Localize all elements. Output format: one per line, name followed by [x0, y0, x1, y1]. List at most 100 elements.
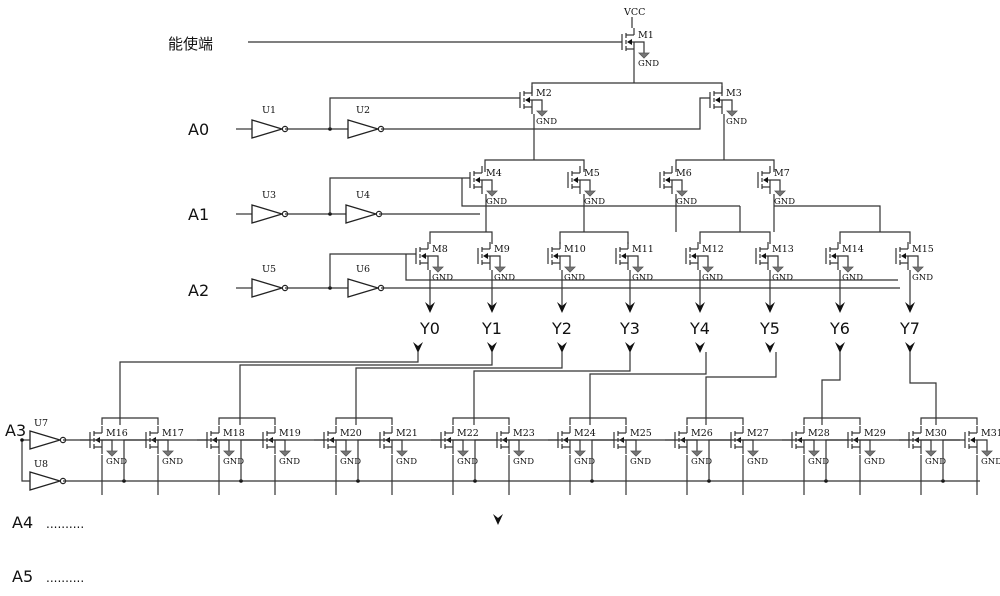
inverter-symbol [251, 278, 285, 298]
gnd-label: GND [912, 273, 933, 283]
transistor-label-m24: M24 [574, 428, 596, 439]
transistor-label-m11: M11 [632, 244, 654, 255]
route-y2 [355, 352, 563, 425]
ground-symbol [774, 190, 786, 197]
bulk-wire [570, 439, 581, 446]
inverter-symbol [345, 204, 379, 224]
gate-b6 [825, 439, 848, 481]
ground-symbol [536, 110, 548, 117]
bulk-wire [509, 439, 520, 446]
ground-symbol [772, 266, 784, 273]
transistor-label-m22: M22 [457, 428, 479, 439]
gnd-label: GND [457, 457, 478, 467]
a1-to-m4 [329, 177, 470, 214]
transistor-label-m14: M14 [842, 244, 864, 255]
mos-arrow [525, 97, 530, 103]
mos-arrow [573, 177, 578, 183]
route-y7 [909, 352, 937, 425]
output-label-y3: Y3 [619, 319, 640, 338]
transistor-label-m7: M7 [774, 168, 790, 179]
mos-arrow [970, 437, 975, 443]
inverter-label-u7: U7 [34, 418, 48, 429]
inverter-label-u3: U3 [262, 190, 276, 201]
bulk-wire [453, 439, 464, 446]
gnd-label: GND [630, 457, 651, 467]
inverter-symbol [347, 278, 381, 298]
arrow-down [487, 342, 497, 353]
transistor-label-m2: M2 [536, 88, 552, 99]
input-label-a1: A1 [188, 205, 209, 224]
mos-arrow [763, 177, 768, 183]
ground-symbol [564, 266, 576, 273]
branch-m12m13 [699, 231, 771, 244]
pair-top-1 [218, 417, 276, 425]
transistor-label-m10: M10 [564, 244, 586, 255]
transistor-label-m12: M12 [702, 244, 724, 255]
mos-arrow [483, 253, 488, 259]
mos-arrow [761, 253, 766, 259]
gnd-label: GND [574, 457, 595, 467]
arrow-down [557, 302, 567, 313]
transistor-label-m5: M5 [584, 168, 600, 179]
ground-symbol [676, 190, 688, 197]
vcc-label: VCC [623, 7, 645, 18]
ground-symbol [638, 52, 650, 59]
gnd-label: GND [494, 273, 515, 283]
a1-bus [461, 178, 740, 207]
trunk-wire [531, 82, 723, 96]
inverter-label-u1: U1 [262, 105, 276, 116]
gnd-label: GND [106, 457, 127, 467]
output-label-y7: Y7 [899, 319, 920, 338]
transistor-label-m13: M13 [772, 244, 794, 255]
arrow-down [487, 302, 497, 313]
arrow-down [765, 342, 775, 353]
arrow-down [413, 342, 423, 353]
gnd-label: GND [747, 457, 768, 467]
gnd-label: GND [691, 457, 712, 467]
transistor-label-m16: M16 [106, 428, 128, 439]
ground-symbol [106, 450, 118, 457]
gnd-label: GND [396, 457, 417, 467]
gnd-label: GND [513, 457, 534, 467]
pair-top-4 [569, 417, 627, 425]
mos-arrow [627, 39, 632, 45]
bulk-wire [275, 439, 286, 446]
bulk-wire [977, 439, 988, 446]
transistor-label-m15: M15 [912, 244, 934, 255]
bulk-wire [770, 179, 781, 186]
bulk-wire [698, 255, 709, 262]
ground-symbol [494, 266, 506, 273]
arrow-down [695, 302, 705, 313]
ground-symbol [223, 450, 235, 457]
gnd-label: GND [162, 457, 183, 467]
gnd-label: GND [279, 457, 300, 467]
gnd-label: GND [676, 197, 697, 207]
branch-m8m9 [429, 231, 493, 244]
ground-symbol [842, 266, 854, 273]
bulk-wire [804, 439, 815, 446]
transistor-label-m17: M17 [162, 428, 184, 439]
ground-symbol [747, 450, 759, 457]
mos-arrow [901, 253, 906, 259]
pair-top-5 [686, 417, 744, 425]
inverter-symbol [347, 119, 381, 139]
arrow-down [557, 342, 567, 353]
gnd-label: GND [536, 117, 557, 127]
output-label-y2: Y2 [551, 319, 572, 338]
mos-arrow [665, 177, 670, 183]
gnd-label: GND [925, 457, 946, 467]
route-y4 [589, 352, 707, 425]
bulk-wire [722, 99, 733, 106]
branch-m4m5 [484, 159, 585, 172]
gnd-label: GND [981, 457, 1000, 467]
bulk-wire [628, 255, 639, 262]
inverter-label-u8: U8 [34, 459, 48, 470]
bulk-wire [428, 255, 439, 262]
ground-symbol [340, 450, 352, 457]
arrow-down [695, 342, 705, 353]
transistor-label-m28: M28 [808, 428, 830, 439]
gate-b3 [474, 439, 497, 481]
inverter-label-u2: U2 [356, 105, 370, 116]
gnd-label: GND [702, 273, 723, 283]
route-y1 [239, 352, 493, 425]
